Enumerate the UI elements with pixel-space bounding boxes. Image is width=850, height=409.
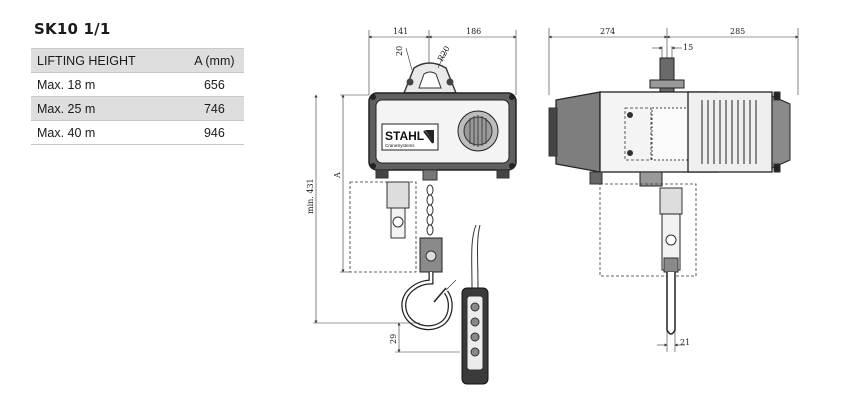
product-title: SK10 1/1 <box>34 20 111 38</box>
dim-141: 141 <box>393 27 408 36</box>
brand-sub-text: CraneSystems <box>385 143 415 148</box>
table-row: Max. 18 m 656 <box>31 72 244 97</box>
row-value: 946 <box>184 120 244 145</box>
row-label: Max. 18 m <box>31 72 185 97</box>
header-a-mm: A (mm) <box>184 48 244 73</box>
dim-285: 285 <box>730 27 745 36</box>
dim-r20: R20 <box>436 44 452 63</box>
brand-logo-text: STAHL <box>385 129 424 143</box>
table-header-row: LIFTING HEIGHT A (mm) <box>31 48 244 73</box>
row-label: Max. 25 m <box>31 96 185 121</box>
row-label: Max. 40 m <box>31 120 185 145</box>
table-row: Max. 40 m 946 <box>31 120 244 145</box>
dim-21: 21 <box>680 338 690 347</box>
dim-186: 186 <box>466 27 481 36</box>
dim-15: 15 <box>683 43 693 52</box>
dim-a: A <box>333 172 342 179</box>
front-view <box>313 30 517 385</box>
dim-20: 20 <box>395 46 404 56</box>
header-lifting-height: LIFTING HEIGHT <box>31 48 185 73</box>
row-value: 746 <box>184 96 244 121</box>
table-row: Max. 25 m 746 <box>31 96 244 121</box>
row-value: 656 <box>184 72 244 97</box>
side-view <box>548 28 799 352</box>
lifting-height-table: LIFTING HEIGHT A (mm) Max. 18 m 656 Max.… <box>31 48 244 145</box>
dim-min-431: min. 431 <box>306 178 315 214</box>
dim-29: 29 <box>389 334 398 344</box>
dim-274: 274 <box>600 27 615 36</box>
